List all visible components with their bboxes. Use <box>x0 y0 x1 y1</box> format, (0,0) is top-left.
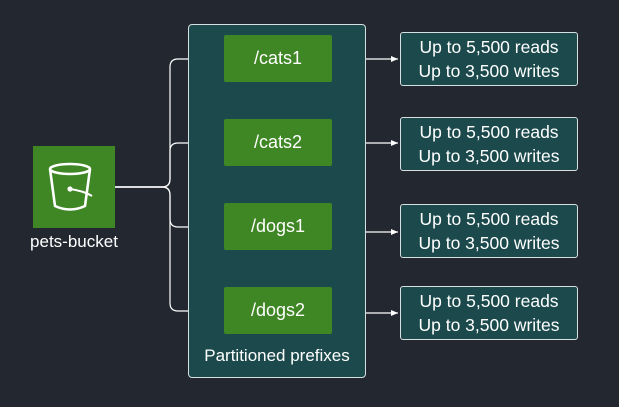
limit-box-dogs2: Up to 5,500 reads Up to 3,500 writes <box>400 286 578 340</box>
prefix-cats1: /cats1 <box>224 35 332 82</box>
writes-limit: Up to 3,500 writes <box>418 315 560 335</box>
prefix-dogs2: /dogs2 <box>224 287 332 334</box>
limit-box-dogs1: Up to 5,500 reads Up to 3,500 writes <box>400 204 578 258</box>
writes-limit: Up to 3,500 writes <box>418 233 560 253</box>
connector-bucket-to-dogs2 <box>115 186 222 314</box>
writes-limit: Up to 3,500 writes <box>418 146 560 166</box>
group-label: Partitioned prefixes <box>204 346 350 365</box>
prefix-dogs1: /dogs1 <box>224 203 332 250</box>
connector-bucket-to-cats2 <box>115 140 222 188</box>
writes-limit: Up to 3,500 writes <box>418 61 560 81</box>
bucket-label: pets-bucket <box>30 232 118 251</box>
reads-limit: Up to 5,500 reads <box>419 291 559 311</box>
s3-bucket-node <box>33 146 115 228</box>
s3-bucket-icon <box>48 162 93 211</box>
reads-limit: Up to 5,500 reads <box>419 122 559 142</box>
prefix-cats2: /cats2 <box>224 119 332 166</box>
reads-limit: Up to 5,500 reads <box>419 209 559 229</box>
limit-box-cats1: Up to 5,500 reads Up to 3,500 writes <box>400 32 578 86</box>
limit-box-cats2: Up to 5,500 reads Up to 3,500 writes <box>400 117 578 171</box>
reads-limit: Up to 5,500 reads <box>419 37 559 57</box>
